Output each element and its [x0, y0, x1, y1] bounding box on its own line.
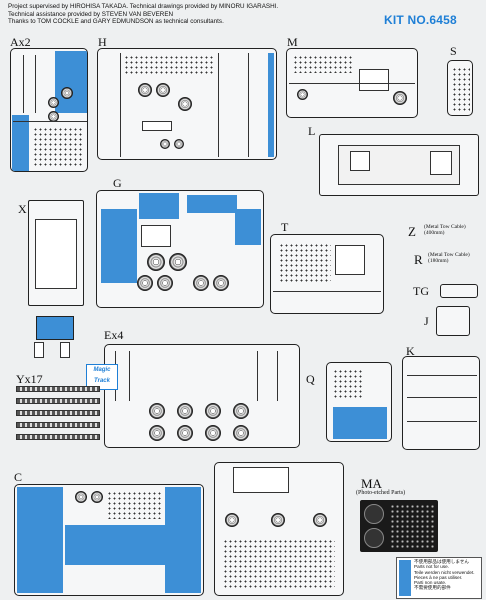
label-c: C: [14, 470, 23, 484]
kit-number: KIT NO.6458: [384, 13, 457, 27]
unused-note-line-1: 不使用部品は使用しません: [414, 559, 469, 564]
sprue-a: [10, 48, 88, 172]
unused-note-line-3: Teile werden nicht verwendet.: [414, 569, 475, 575]
unused-parts-note: 不使用部品は使用しません Parts not for use. Teile we…: [396, 557, 482, 599]
label-yx17: Yx17: [16, 372, 43, 386]
label-s: S: [450, 44, 457, 58]
sprue-t: [270, 234, 384, 314]
sprue-h: [97, 48, 277, 160]
track-row-3: [16, 410, 100, 416]
magic-track-logo: Magic Track: [86, 364, 118, 390]
credit-line-1: Project supervised by HIROHISA TAKADA. T…: [8, 3, 279, 10]
photo-etch-fret: [360, 500, 438, 552]
unused-note-line-2: Parts not for use.: [414, 564, 449, 570]
r-length: (180mm): [428, 258, 449, 264]
label-t: T: [281, 220, 289, 234]
label-ex4: Ex4: [104, 328, 124, 342]
part-l-hull: [319, 134, 479, 196]
r-note: (Metal Tow Cable) (180mm): [428, 252, 470, 264]
sprue-j: [436, 306, 470, 336]
sprue-c: [14, 484, 204, 596]
z-note: (Metal Tow Cable) (400mm): [424, 224, 466, 236]
sprue-tg: [440, 284, 478, 298]
sprue-s: [447, 60, 473, 116]
label-h: H: [98, 35, 107, 49]
label-tg: TG: [413, 284, 429, 298]
sprue-g: [96, 190, 264, 308]
credit-line-3: Thanks to TOM COCKLE and GARY EDMUNDSON …: [8, 18, 224, 26]
label-x: X: [18, 202, 27, 216]
label-k: K: [406, 344, 415, 358]
label-g: G: [113, 176, 122, 190]
label-m: M: [287, 35, 298, 49]
part-x-hull: [28, 200, 84, 306]
unused-note-line-4: Pieces à ne pas utiliser.: [414, 574, 463, 580]
unused-note-text: 不使用部品は使用しません Parts not for use. Teile we…: [414, 559, 475, 591]
credit-line-2: Technical assistance provided by STEVEN …: [8, 10, 174, 18]
label-q: Q: [306, 372, 315, 386]
z-note-text: (Metal Tow Cable): [424, 224, 466, 230]
unused-note-line-6: 不需要使用的部件: [414, 585, 451, 591]
label-z: Z: [408, 224, 416, 239]
track-row-4: [16, 422, 100, 428]
unused-note-line-5: Parti non usate.: [414, 580, 447, 586]
label-ma: MA: [361, 476, 382, 491]
sprue-e: [104, 344, 300, 448]
sprue-m: [286, 48, 418, 118]
sprue-k: [402, 356, 480, 450]
track-row-2: [16, 398, 100, 404]
track-row-1: [16, 386, 100, 392]
label-j: J: [424, 314, 429, 328]
label-l: L: [308, 124, 316, 138]
credits-block: Project supervised by HIROHISA TAKADA. T…: [8, 3, 278, 26]
ma-note: (Photo-etched Parts): [356, 490, 406, 496]
label-r: R: [414, 252, 423, 267]
label-ax2: Ax2: [10, 35, 31, 49]
z-length: (400mm): [424, 230, 445, 236]
r-note-text: (Metal Tow Cable): [428, 252, 470, 258]
track-row-5: [16, 434, 100, 440]
sprue-n: [214, 462, 344, 596]
sprue-q: [326, 362, 392, 442]
